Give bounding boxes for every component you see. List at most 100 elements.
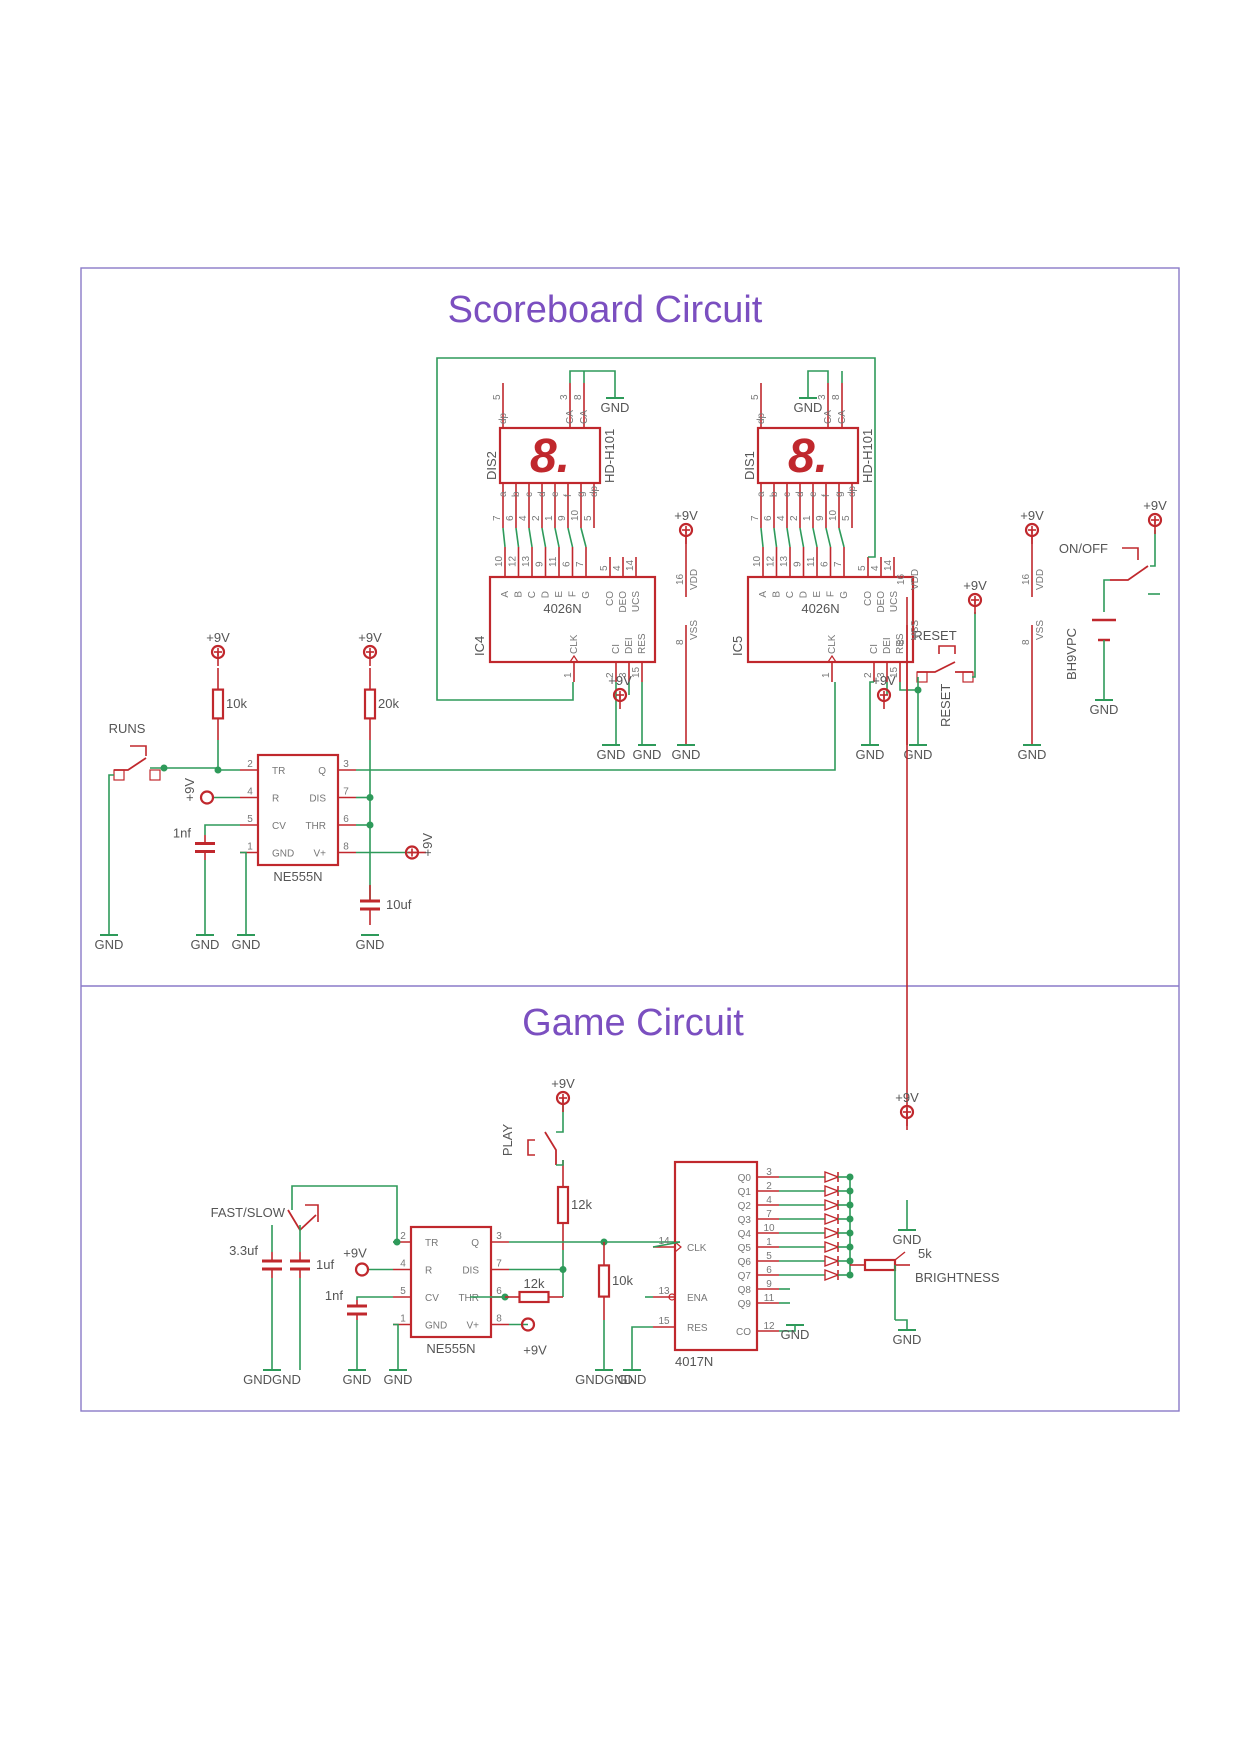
ne555-pin-number: 6 xyxy=(343,814,349,825)
ic-pin-name: DEO xyxy=(618,591,629,613)
ic-pin-name: CLK xyxy=(827,634,838,654)
timer-game xyxy=(409,1225,493,1339)
ic-4017-pin-name: Q3 xyxy=(738,1215,752,1226)
wire xyxy=(502,527,506,548)
wire xyxy=(356,682,836,771)
inverted-input-mark xyxy=(668,1293,676,1301)
vss-pin-name: VSS xyxy=(689,620,700,640)
ground-label: GND xyxy=(343,1372,372,1387)
ic-ref-label: IC5 xyxy=(730,636,745,656)
ic-4017-pin-number: 13 xyxy=(658,1286,670,1297)
ic-pin-number: 7 xyxy=(575,561,586,567)
ne555-name: NE555N xyxy=(426,1341,475,1356)
ic-4017-pin-number: 2 xyxy=(766,1181,772,1192)
ic-pin-name: DEI xyxy=(624,637,635,654)
ne555-pin-name: THR xyxy=(305,821,326,832)
clock-input-mark xyxy=(674,1241,682,1253)
ic-pin-number: 13 xyxy=(779,555,790,567)
display-ref-label: DIS1 xyxy=(742,451,757,480)
ic-pin-number: 3 xyxy=(876,672,887,678)
ic-pin-number: 2 xyxy=(605,672,616,678)
supply-9v-symbol xyxy=(362,644,378,668)
ic-4017-pin-name: Q2 xyxy=(738,1201,752,1212)
supply-9v-symbol xyxy=(678,522,694,546)
ne555-pin-number: 4 xyxy=(247,787,253,798)
wire xyxy=(567,527,574,548)
sheet-frame xyxy=(80,267,1180,1412)
ground-label: GND xyxy=(856,747,885,762)
switch-pin xyxy=(916,671,928,683)
wire xyxy=(812,527,818,548)
led-triangle xyxy=(824,1212,840,1226)
ne555-pin-number: 2 xyxy=(400,1231,406,1242)
reset-button[interactable] xyxy=(916,645,974,683)
ne555-pin-name: DIS xyxy=(462,1266,479,1277)
resistor-value: 12k xyxy=(571,1197,592,1212)
wire xyxy=(807,370,829,398)
supply-9v-label: +9V xyxy=(551,1076,575,1091)
wire xyxy=(356,1296,393,1300)
ne555-pin-number: 6 xyxy=(496,1286,502,1297)
game-title: Game Circuit xyxy=(522,1002,744,1044)
ne555-pin-name: R xyxy=(272,794,279,805)
ne555-pin-number: 3 xyxy=(343,759,349,770)
ic-pin-number: 11 xyxy=(548,556,559,567)
ic-pin-name: RES xyxy=(895,633,906,654)
wire xyxy=(528,527,533,548)
ic-pin-number: 5 xyxy=(857,565,868,571)
display-pin-number: 6 xyxy=(763,515,774,521)
potentiometer-5k xyxy=(863,1258,897,1272)
ic-pin-name: DEI xyxy=(882,637,893,654)
ic-pin-number: 7 xyxy=(833,561,844,567)
ic-4017-pin-name: Q6 xyxy=(738,1257,752,1268)
ne555-pin-name: V+ xyxy=(466,1321,479,1332)
ic-4017-pin-name: Q8 xyxy=(738,1285,752,1296)
switch-actuator xyxy=(938,645,956,654)
ic-pin-name: CI xyxy=(611,644,622,654)
ground-label: GND xyxy=(601,400,630,415)
ic-pin-number: 6 xyxy=(562,561,573,567)
ic-pin-name: CI xyxy=(869,644,880,654)
ne555-pin-number: 5 xyxy=(247,814,253,825)
fastslow-label: FAST/SLOW xyxy=(211,1205,286,1220)
ground-label: GND xyxy=(893,1332,922,1347)
ic-4017-pin-name: RES xyxy=(687,1323,708,1334)
ne555-pin-name: GND xyxy=(425,1321,447,1332)
runs-label: RUNS xyxy=(109,721,146,736)
wire xyxy=(1150,530,1156,567)
ic-pin-name: A xyxy=(500,591,511,598)
capacitor-value: 3.3uf xyxy=(229,1243,258,1258)
ne555-pin-number: 1 xyxy=(400,1314,406,1325)
onoff-switch[interactable] xyxy=(1110,565,1149,581)
runs-switch[interactable] xyxy=(114,757,147,771)
resistor-value: 12k xyxy=(524,1276,545,1291)
ic-4017-pin-number: 15 xyxy=(658,1316,670,1327)
vdd-pin-name: VDD xyxy=(1035,569,1046,590)
ic-pin-number: 11 xyxy=(806,556,817,567)
display-ref-label: DIS2 xyxy=(484,451,499,480)
wire xyxy=(580,527,587,548)
ground-label: GND xyxy=(904,747,933,762)
led-triangle xyxy=(824,1184,840,1198)
ic-pin-name: C xyxy=(785,591,796,598)
display-pin-name: e xyxy=(808,491,819,497)
supply-9v-label: +9V xyxy=(1143,498,1167,513)
play-switch[interactable] xyxy=(544,1131,557,1165)
wire xyxy=(569,370,616,398)
vss-pin-number: 8 xyxy=(1021,639,1032,645)
fastslow-switch[interactable] xyxy=(287,1209,317,1232)
supply-9v-label: +9V xyxy=(206,630,230,645)
junction-dot xyxy=(366,794,374,801)
ic-pin-name: DEO xyxy=(876,591,887,613)
wire xyxy=(631,1326,653,1370)
ne555-pin-number: 4 xyxy=(400,1259,406,1270)
ic-4017-pin-number: 11 xyxy=(764,1293,775,1304)
ground-label: GND xyxy=(781,1327,810,1342)
wire xyxy=(1103,579,1110,612)
display-pin-number: 8 xyxy=(831,394,842,400)
ic-pin-number: 14 xyxy=(625,559,636,571)
ic-pin-name: CO xyxy=(863,591,874,606)
ic-pin-name: E xyxy=(554,591,565,598)
supply-9v-symbol xyxy=(1147,512,1163,536)
